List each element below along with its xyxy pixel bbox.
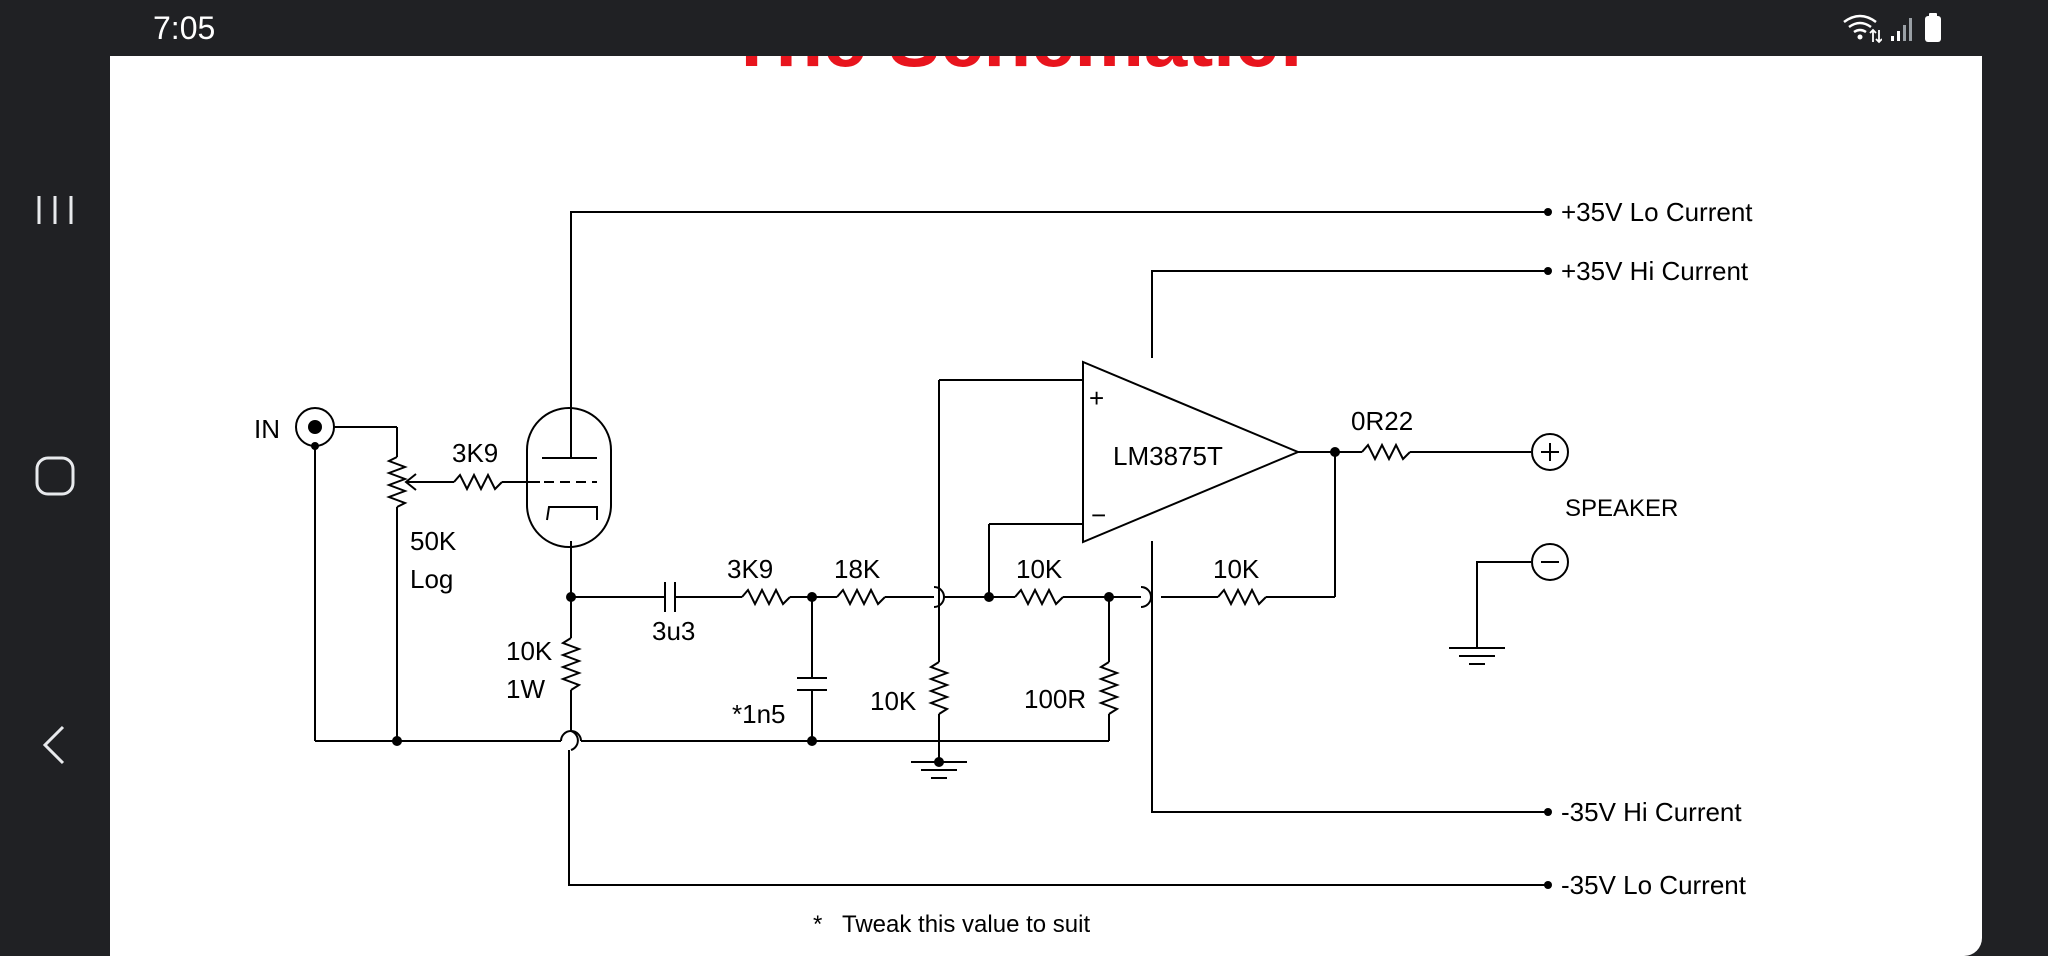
status-icons (1842, 10, 1942, 46)
resistor-0r22 (1361, 442, 1411, 462)
battery-icon (1925, 13, 1941, 42)
status-time: 7:05 (153, 10, 216, 46)
amplifier-schematic: IN 3K9 50K Log 10K 1W 3u3 3K9 18K *1n5 1… (254, 197, 1753, 938)
wire-minus-hi-rail (1151, 541, 1548, 813)
resistor-100r-label: 100R (1024, 684, 1086, 714)
pot-taper-label: Log (410, 564, 453, 594)
rail-minus-lo-label: -35V Lo Current (1561, 870, 1747, 900)
wire-plus-hi-rail (1151, 270, 1548, 358)
home-button[interactable] (0, 421, 110, 531)
footnote-text: Tweak this value to suit (842, 911, 1090, 938)
valve-tube (526, 407, 612, 548)
recent-apps-icon (37, 196, 73, 224)
input-label: IN (254, 414, 280, 444)
cap-3u3-label: 3u3 (652, 616, 695, 646)
resistor-18k (836, 587, 886, 607)
resistor-10k-output-label: 10K (1213, 554, 1260, 584)
cathode-resistor (560, 637, 582, 691)
resistor-10k-feedback-label: 10K (1016, 554, 1063, 584)
resistor-10k-output (1217, 587, 1267, 607)
navigation-bar (0, 0, 110, 956)
rail-plus-lo-label: +35V Lo Current (1561, 197, 1753, 227)
speaker-plus-terminal (1531, 433, 1569, 471)
rail-plus-hi-label: +35V Hi Current (1561, 256, 1749, 286)
pot-resistor (386, 456, 408, 508)
resistor-3k9-label: 3K9 (727, 554, 773, 584)
footnote-marker: * (813, 911, 822, 938)
amplifier-label: LM3875T (1113, 441, 1223, 471)
page-title: The Schematic: (110, 56, 1922, 94)
recent-apps-button[interactable] (0, 155, 110, 265)
resistor-10k-shunt-label: 10K (870, 686, 917, 716)
ground-symbol-speaker (1448, 647, 1506, 665)
cathode-resistor-rating: 1W (506, 674, 545, 704)
cathode-resistor-value: 10K (506, 636, 553, 666)
signal-icon (1891, 18, 1912, 41)
resistor-0r22-label: 0R22 (1351, 406, 1413, 436)
resistor-100r (1098, 661, 1120, 715)
pot-value-label: 50K (410, 526, 457, 556)
web-content: The Schematic: (110, 56, 1982, 956)
wifi-icon (1843, 14, 1882, 44)
lm3875-amplifier (1082, 360, 1301, 544)
back-icon (42, 725, 65, 765)
amplifier-plus-sign: + (1089, 383, 1104, 413)
grid-resistor-label: 3K9 (452, 438, 498, 468)
resistor-10k-feedback (1014, 587, 1064, 607)
rail-minus-hi-label: -35V Hi Current (1561, 797, 1742, 827)
back-button[interactable] (0, 690, 110, 800)
amplifier-minus-sign: − (1091, 500, 1106, 530)
wire-minus-lo-rail (568, 750, 1548, 886)
resistor-18k-label: 18K (834, 554, 881, 584)
speaker-label: SPEAKER (1565, 495, 1678, 522)
home-icon (35, 456, 75, 496)
cap-1n5-label: *1n5 (732, 699, 786, 729)
wire-plus-lo-rail (570, 211, 1548, 413)
resistor-10k-shunt (928, 661, 950, 715)
grid-resistor (453, 472, 503, 492)
status-bar: 7:05 (110, 0, 1982, 56)
resistor-3k9 (741, 587, 791, 607)
speaker-minus-terminal (1531, 543, 1569, 581)
